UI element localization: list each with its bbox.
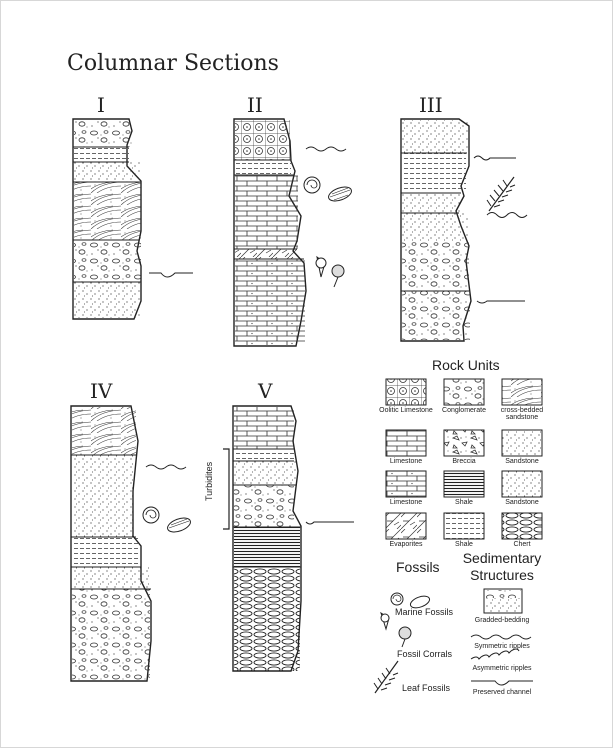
page-title: Columnar Sections <box>67 51 279 76</box>
legend-label-limestone: Limestone <box>389 458 423 465</box>
column-label-4: IV <box>90 379 113 403</box>
legend-swatch-cross-bedded-sandstone <box>501 378 543 406</box>
legend-swatch-conglomerate <box>443 378 485 406</box>
leaf-fossil-icon <box>486 176 516 212</box>
legend-label-oolitic-limestone: Oolitic Limestone <box>379 407 433 414</box>
column-label-5: V <box>258 379 273 403</box>
legend-fossils <box>373 592 431 694</box>
legend-swatch-limestone <box>385 429 427 457</box>
column-4-section <box>70 405 191 682</box>
column-3-section <box>400 118 528 342</box>
legend-label-fossil-corrals: Fossil Corrals <box>397 649 453 659</box>
turbidites-label: Turbidites <box>204 461 214 501</box>
legend-swatch-shale <box>443 470 485 498</box>
legend-label-preserved-channel: Preserved channel <box>472 689 532 696</box>
legend-label-leaf-fossils: Leaf Fossils <box>402 683 451 693</box>
legend-label-sandstone-2: Sandstone <box>505 499 539 506</box>
legend-swatch-oolitic-limestone <box>385 378 427 406</box>
column-2-section <box>233 118 352 347</box>
legend-label-shale: Shale <box>455 499 473 506</box>
legend-swatch-shale-2 <box>443 512 485 540</box>
marine-fossil-icon <box>303 176 352 202</box>
turbidites-bracket <box>223 448 230 530</box>
legend-label-evaporites: Evaporites <box>389 541 423 548</box>
legend-swatch-sandstone-2 <box>501 470 543 498</box>
legend-label-cross-bedded-sandstone: cross-bedded sandstone <box>500 407 544 421</box>
legend-swatch-breccia <box>443 429 485 457</box>
marine-fossil-icon-2 <box>142 506 191 533</box>
legend-swatch-evaporites <box>385 512 427 540</box>
legend-label-sandstone: Sandstone <box>505 458 539 465</box>
legend-label-limestone-2: Limestone <box>389 499 423 506</box>
column-5-section <box>223 405 354 672</box>
column-label-3: III <box>419 93 443 117</box>
legend-label-chert: Chert <box>513 541 531 548</box>
legend-label-conglomerate: Conglomerate <box>442 407 486 414</box>
legend-label-shale-2: Shale <box>455 541 473 548</box>
column-label-2: II <box>247 93 263 117</box>
legend-swatch-sandstone <box>501 429 543 457</box>
legend-rock-units-title: Rock Units <box>432 357 500 373</box>
coral-fossil-icon <box>315 255 345 288</box>
legend-swatch-limestone-2 <box>385 470 427 498</box>
legend-structures-title: Sedimentary Structures <box>462 550 542 583</box>
column-label-1: I <box>97 93 105 117</box>
leaf-fossil-legend-icon <box>373 660 399 694</box>
legend-swatch-chert <box>501 512 543 540</box>
legend-fossils-title: Fossils <box>396 559 440 575</box>
legend-structures <box>470 588 533 686</box>
legend-label-graded-bedding: Gradded-bedding <box>474 617 530 624</box>
legend-label-marine-fossils: Marine Fossils <box>395 607 454 617</box>
legend-label-breccia: Breccia <box>452 458 476 465</box>
legend-label-asymmetric-ripples: Asymmetric ripples <box>472 665 532 672</box>
legend-rock-units <box>385 378 543 540</box>
legend-label-symmetric-ripples: Symmetric ripples <box>474 643 530 650</box>
column-1-section <box>72 118 193 320</box>
